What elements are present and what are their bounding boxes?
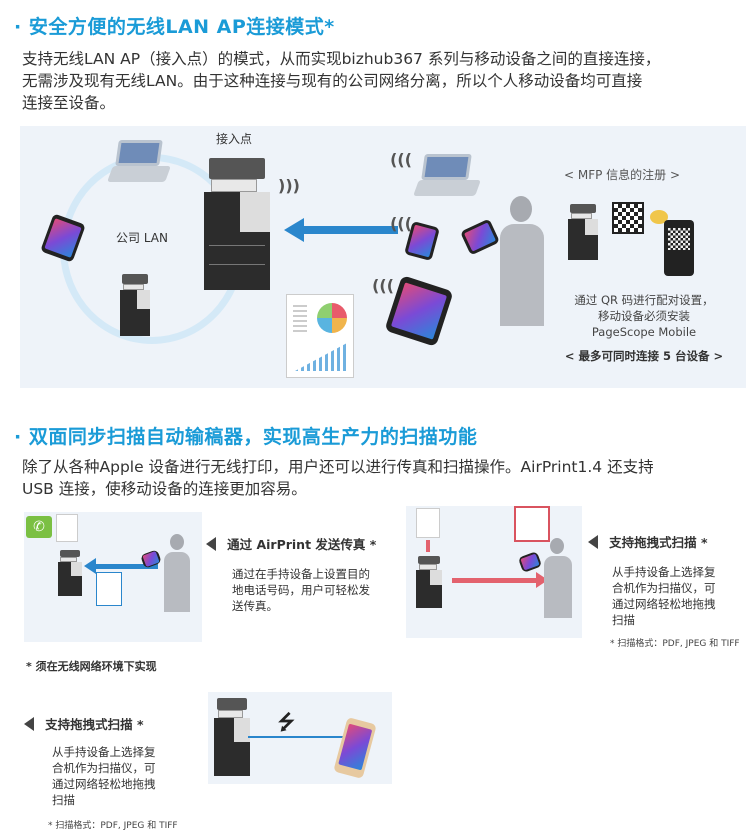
tablet-icon: [517, 551, 543, 573]
laptop-icon: [107, 140, 171, 182]
wifi-signal-icon: ))): [390, 150, 412, 169]
document-icon: [416, 508, 440, 538]
intro-line: 无需涉及现有无线LAN。由于这种连接与现有的公司网络分离，所以个人移动设备均可直…: [22, 72, 643, 90]
lan-label: 公司 LAN: [116, 231, 168, 245]
section1-title: · 安全方便的无线LAN AP连接模式*: [14, 16, 335, 38]
scan-bottom-heading-text: 支持拖拽式扫描 *: [45, 717, 144, 732]
qr-caption: 通过 QR 码进行配对设置， 移动设备必须安装 PageScope Mobile: [556, 292, 732, 340]
scan-bottom-formats: * 扫描格式：PDF, JPEG 和 TIFF: [48, 821, 178, 831]
printer-icon: [120, 274, 150, 336]
intro-line: USB 连接，使移动设备的连接更加容易。: [22, 480, 307, 498]
arrow-left-icon: [84, 558, 96, 574]
intro-line: 连接至设备。: [22, 94, 116, 112]
wireless-diagram: 公司 LAN 接入点 ))) ))) ))) ))) < MFP 信息的注册 >: [20, 126, 746, 388]
usb-cable: [248, 736, 352, 738]
scan-bottom-description: 从手持设备上选择复 合机作为扫描仪，可 通过网络轻松地拖拽 扫描: [52, 744, 156, 808]
wifi-signal-icon: ))): [372, 276, 394, 295]
triangle-left-icon: [588, 535, 598, 549]
document-icon: [96, 572, 122, 606]
section2-title: · 双面同步扫描自动输稿器，实现高生产力的扫描功能: [14, 426, 478, 448]
scan-desc-line: 合机作为扫描仪，可: [52, 761, 156, 775]
printer-icon: [214, 698, 250, 776]
wifi-signal-icon: ))): [390, 214, 412, 233]
triangle-left-icon: [206, 537, 216, 551]
fax-diagram: ✆: [24, 512, 202, 642]
wireless-note: * 须在无线网络环境下实现: [26, 660, 157, 673]
section1-intro: 支持无线LAN AP（接入点）的模式，从而实现bizhub367 系列与移动设备…: [22, 48, 742, 114]
usb-diagram: ⭍: [208, 692, 392, 784]
scan-right-formats: * 扫描格式：PDF, JPEG 和 TIFF: [610, 639, 740, 649]
scan-right-heading-text: 支持拖拽式扫描 *: [609, 535, 708, 550]
scan-desc-line: 扫描: [52, 793, 75, 807]
qr-caption-line: PageScope Mobile: [591, 325, 697, 339]
tablet-icon: [140, 549, 162, 569]
arrow-body: [302, 226, 398, 234]
fax-desc-line: 地电话号码，用户可轻松发: [232, 583, 370, 597]
arrow-body: [426, 540, 430, 552]
printer-icon: [568, 204, 598, 260]
mfp-main-icon: [204, 158, 270, 290]
scan-bottom-heading: 支持拖拽式扫描 *: [24, 714, 143, 735]
qr-caption-line: 移动设备必须安装: [598, 309, 690, 323]
max-devices-label: < 最多可同时连接 5 台设备 >: [564, 349, 724, 363]
printer-icon: [416, 556, 442, 608]
scan-right-heading: 支持拖拽式扫描 *: [588, 532, 707, 553]
wifi-signal-icon: ))): [278, 176, 300, 195]
scan-desc-line: 扫描: [612, 613, 635, 627]
scan-desc-line: 从手持设备上选择复: [52, 745, 156, 759]
fax-heading-text: 通过 AirPrint 发送传真 *: [227, 537, 377, 552]
printer-icon: [58, 550, 82, 596]
scan-desc-line: 从手持设备上选择复: [612, 565, 716, 579]
person-icon: [542, 538, 574, 618]
qr-caption-line: 通过 QR 码进行配对设置，: [574, 293, 714, 307]
person-icon: [496, 196, 546, 326]
fax-description: 通过在手持设备上设置目的 地电话号码，用户可轻松发 送传真。: [232, 566, 370, 614]
document-icon: [286, 294, 354, 378]
scan-desc-line: 通过网络轻松地拖拽: [52, 777, 156, 791]
arrow-body: [452, 578, 538, 583]
section2-intro: 除了从各种Apple 设备进行无线打印，用户还可以进行传真和扫描操作。AirPr…: [22, 456, 742, 500]
tablet-icon: [384, 275, 454, 347]
scan-desc-line: 通过网络轻松地拖拽: [612, 597, 716, 611]
laptop-icon: [413, 154, 481, 196]
fax-heading: 通过 AirPrint 发送传真 *: [206, 534, 376, 555]
arrow-left-icon: [284, 218, 304, 242]
intro-line: 除了从各种Apple 设备进行无线打印，用户还可以进行传真和扫描操作。AirPr…: [22, 458, 654, 476]
smartphone-icon: [333, 717, 377, 779]
fax-desc-line: 送传真。: [232, 599, 278, 613]
document-icon: [514, 506, 550, 542]
person-icon: [162, 534, 192, 612]
mfp-registration-title: < MFP 信息的注册 >: [564, 168, 681, 182]
hand-icon: [650, 210, 668, 224]
scan-desc-line: 合机作为扫描仪，可: [612, 581, 716, 595]
arrow-body: [94, 564, 158, 569]
intro-line: 支持无线LAN AP（接入点）的模式，从而实现bizhub367 系列与移动设备…: [22, 50, 661, 68]
smartphone-icon: [664, 220, 694, 276]
triangle-left-icon: [24, 717, 34, 731]
scan-right-description: 从手持设备上选择复 合机作为扫描仪，可 通过网络轻松地拖拽 扫描: [612, 564, 716, 628]
access-point-label: 接入点: [216, 132, 253, 146]
usb-icon: ⭍: [278, 710, 295, 734]
document-icon: [56, 514, 78, 542]
tablet-icon: [460, 218, 500, 256]
qr-code-icon: [612, 202, 644, 234]
scan-diagram: [406, 506, 582, 638]
phone-call-icon: ✆: [26, 516, 52, 538]
fax-desc-line: 通过在手持设备上设置目的: [232, 567, 370, 581]
